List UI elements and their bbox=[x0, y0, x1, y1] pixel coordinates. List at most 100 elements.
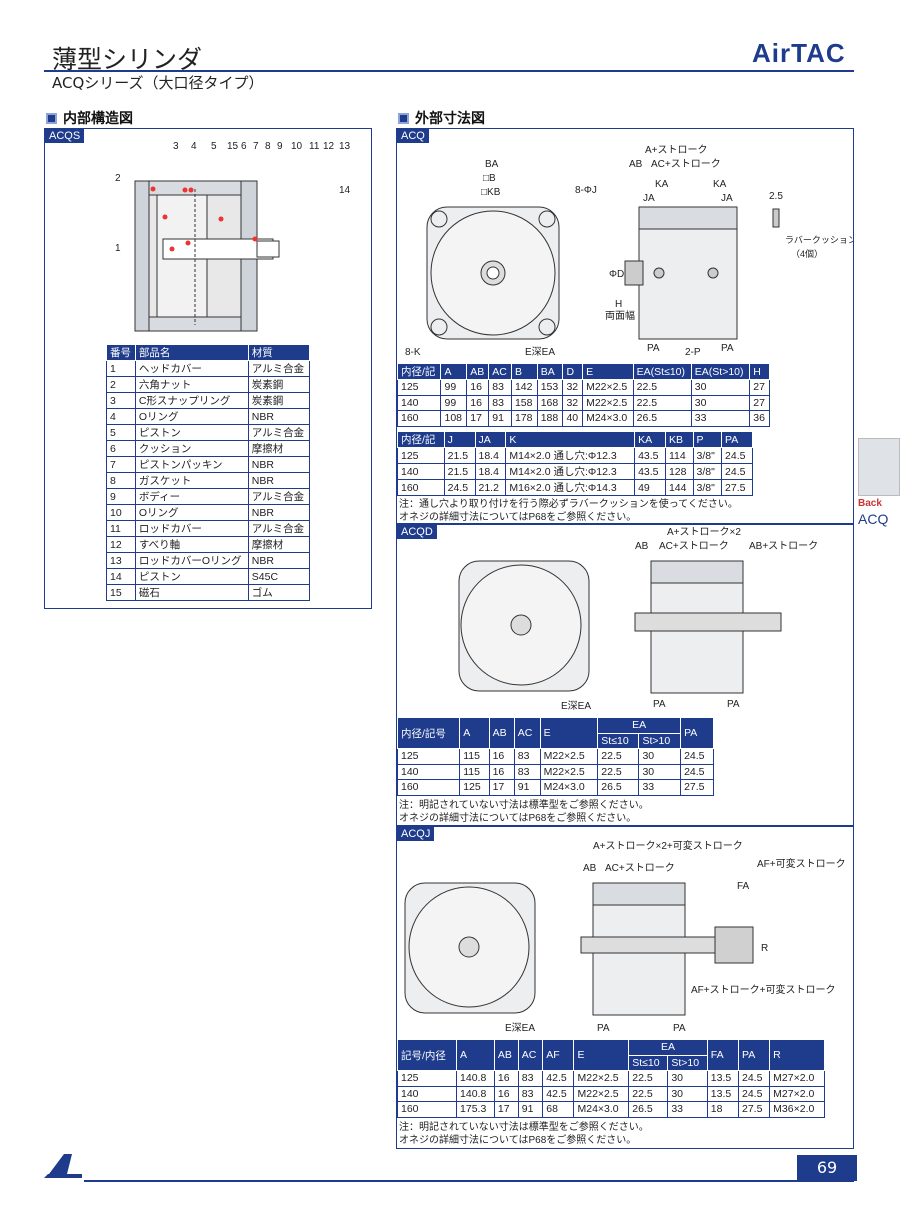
table-cell: 16 bbox=[466, 394, 490, 411]
col-header: 内径/記 bbox=[397, 431, 445, 448]
dim-label: AB bbox=[635, 541, 649, 552]
table-cell: 13 bbox=[106, 552, 136, 569]
section-heading-external: 外部寸法図 bbox=[398, 108, 485, 128]
dim-label: PA bbox=[647, 343, 660, 354]
balloon-label: 15 bbox=[227, 141, 239, 152]
footer-rule bbox=[84, 1180, 854, 1182]
table-cell: 108 bbox=[440, 410, 468, 427]
section-bullet-icon bbox=[46, 112, 57, 124]
dim-label: □B bbox=[483, 173, 496, 184]
table-cell: 42.5 bbox=[542, 1085, 575, 1102]
table-cell: 83 bbox=[488, 379, 512, 396]
balloon-label: 9 bbox=[277, 141, 283, 152]
table-cell: 摩擦材 bbox=[247, 440, 311, 457]
col-subheader: St>10 bbox=[638, 732, 682, 749]
dim-label: R bbox=[761, 943, 768, 954]
note-line: 注：明記されていない寸法は標準型をご参照ください。 bbox=[399, 1122, 649, 1133]
note-line: オネジの詳細寸法についてはP68をご参照ください。 bbox=[399, 813, 637, 824]
table-cell: 24.5 bbox=[443, 479, 476, 496]
back-link[interactable]: Back bbox=[858, 498, 882, 509]
table-cell: 140 bbox=[396, 763, 461, 780]
table-cell: クッション bbox=[134, 440, 249, 457]
table-cell: 22.5 bbox=[632, 394, 692, 411]
table-cell: 99 bbox=[440, 379, 468, 396]
col-header: A bbox=[459, 717, 490, 749]
table-cell: 43.5 bbox=[634, 463, 666, 480]
dim-label: PA bbox=[727, 699, 740, 710]
dim-label: JA bbox=[721, 193, 733, 204]
table-cell: 42.5 bbox=[542, 1070, 575, 1087]
col-subheader: St≤10 bbox=[628, 1054, 669, 1071]
table-cell: 125 bbox=[459, 779, 490, 796]
table-cell: 14 bbox=[106, 568, 136, 585]
balloon-label: 3 bbox=[173, 141, 179, 152]
table-cell: 30 bbox=[690, 379, 751, 396]
table-cell: 160 bbox=[397, 479, 445, 496]
note-line: オネジの詳細寸法についてはP68をご参照ください。 bbox=[399, 1135, 637, 1146]
col-header: E bbox=[539, 717, 599, 749]
table-cell: 17 bbox=[488, 779, 515, 796]
table-cell: 六角ナット bbox=[134, 376, 249, 393]
col-header: E bbox=[582, 363, 634, 380]
table-cell: 140 bbox=[397, 463, 445, 480]
table-cell: 168 bbox=[536, 394, 564, 411]
col-header: EA(St>10) bbox=[690, 363, 751, 380]
dim-label: KA bbox=[655, 179, 669, 190]
dim-label: AB+ストローク bbox=[749, 540, 818, 552]
table-cell: 27 bbox=[749, 379, 770, 396]
table-cell: 24.5 bbox=[737, 1070, 771, 1087]
col-header: 番号 bbox=[106, 344, 136, 361]
page-title: 薄型シリンダ bbox=[52, 45, 203, 74]
table-cell: M22×2.5 bbox=[573, 1085, 630, 1102]
table-cell: 30 bbox=[667, 1085, 708, 1102]
table-cell: 18 bbox=[706, 1101, 739, 1118]
table-cell: 160 bbox=[396, 410, 442, 427]
table-cell: M22×2.5 bbox=[539, 748, 599, 765]
table-cell: NBR bbox=[247, 552, 311, 569]
table-cell: M14×2.0 通し穴:Φ12.3 bbox=[505, 447, 636, 464]
balloon-label: 2 bbox=[115, 173, 121, 184]
table-cell: 128 bbox=[664, 463, 694, 480]
table-cell: 27.5 bbox=[680, 779, 714, 796]
table-cell: 83 bbox=[513, 748, 541, 765]
brand-mark-icon bbox=[44, 1154, 82, 1178]
table-cell: 16 bbox=[466, 379, 490, 396]
table-cell: 32 bbox=[562, 394, 584, 411]
table-cell: 175.3 bbox=[456, 1101, 495, 1118]
table-cell: 10 bbox=[106, 504, 136, 521]
back-tab[interactable]: Back ACQ bbox=[858, 438, 900, 538]
table-cell: 32 bbox=[562, 379, 584, 396]
table-cell: NBR bbox=[247, 408, 311, 425]
section-heading-label: 内部構造図 bbox=[63, 111, 133, 127]
series-label: ACQ bbox=[858, 511, 889, 527]
table-cell: 22.5 bbox=[628, 1070, 669, 1087]
dim-label: AB bbox=[629, 159, 643, 170]
acqd-notes: 注：明記されていない寸法は標準型をご参照ください。 オネジの詳細寸法についてはP… bbox=[399, 799, 649, 825]
col-header: 材質 bbox=[247, 344, 311, 361]
table-cell: M24×3.0 bbox=[539, 779, 599, 796]
table-cell: 24.5 bbox=[721, 447, 753, 464]
table-cell: 磁石 bbox=[134, 584, 249, 601]
table-cell: 21.2 bbox=[474, 479, 507, 496]
section-heading-label: 外部寸法図 bbox=[415, 111, 485, 127]
table-cell: ピストン bbox=[134, 568, 249, 585]
col-header: AB bbox=[466, 363, 490, 380]
dim-label: E深EA bbox=[561, 700, 591, 712]
table-cell: 144 bbox=[664, 479, 694, 496]
table-cell: 91 bbox=[488, 410, 512, 427]
table-cell: 3/8" bbox=[692, 463, 723, 480]
table-cell: 26.5 bbox=[597, 779, 640, 796]
table-cell: 22.5 bbox=[628, 1085, 669, 1102]
